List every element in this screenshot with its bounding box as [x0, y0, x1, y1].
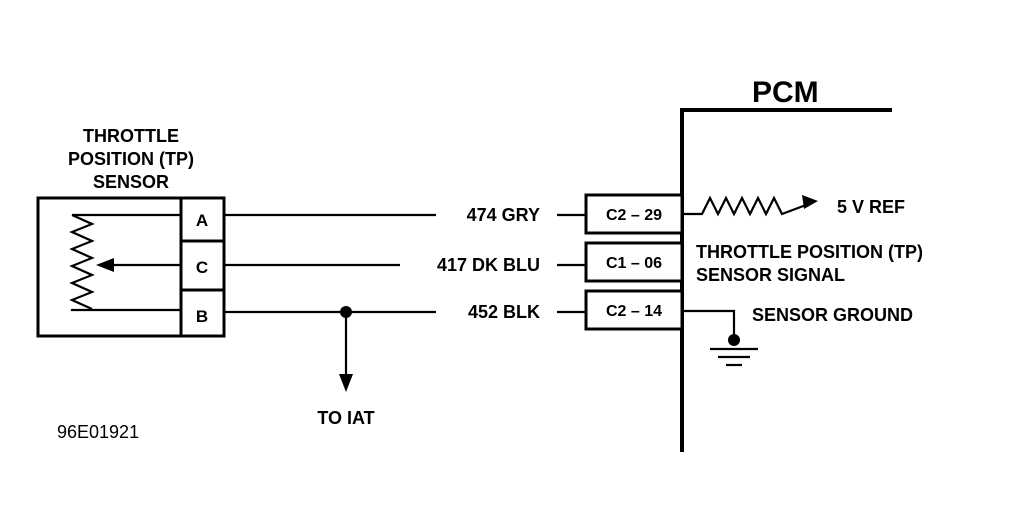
connector-c2-14 [584, 289, 684, 331]
figure-id: 96E01921 [57, 422, 139, 442]
terminal-a: A [196, 211, 208, 230]
potentiometer-zigzag-icon [69, 213, 95, 311]
wire-label-417-dk-blu: 417 DK BLU [437, 255, 540, 275]
ref-arrow-icon [802, 195, 818, 209]
sensor-title-line-3: SENSOR [93, 172, 169, 192]
branch-arrow-icon [339, 374, 353, 392]
signal-label-line-1: THROTTLE POSITION (TP) [696, 242, 923, 262]
ground-wire [682, 309, 736, 338]
ground-label: SENSOR GROUND [752, 305, 913, 325]
pcm-title: PCM [752, 76, 819, 109]
branch-label: TO IAT [317, 408, 374, 428]
ref-label: 5 V REF [837, 197, 905, 217]
connector-label-c2-29: C2 – 29 [606, 207, 662, 224]
sensor-title-line-1: THROTTLE [83, 126, 179, 146]
connector-label-c2-14: C2 – 14 [606, 303, 662, 320]
ref-resistor-icon [682, 195, 807, 217]
pcm-housing-edge [680, 108, 892, 452]
sensor-body [36, 196, 226, 338]
wire-label-452-blk: 452 BLK [468, 302, 540, 322]
potentiometer-return-line [70, 308, 181, 312]
ground-node [728, 334, 740, 346]
signal-label-line-2: SENSOR SIGNAL [696, 265, 845, 285]
terminal-c: C [196, 258, 208, 277]
connector-label-c1-06: C1 – 06 [606, 255, 662, 272]
connector-c1-06 [584, 241, 684, 283]
terminal-b: B [196, 307, 208, 326]
sensor-title-line-2: POSITION (TP) [68, 149, 194, 169]
wire-label-474-gry: 474 GRY [467, 205, 540, 225]
wiper-arrow-icon [96, 258, 114, 272]
